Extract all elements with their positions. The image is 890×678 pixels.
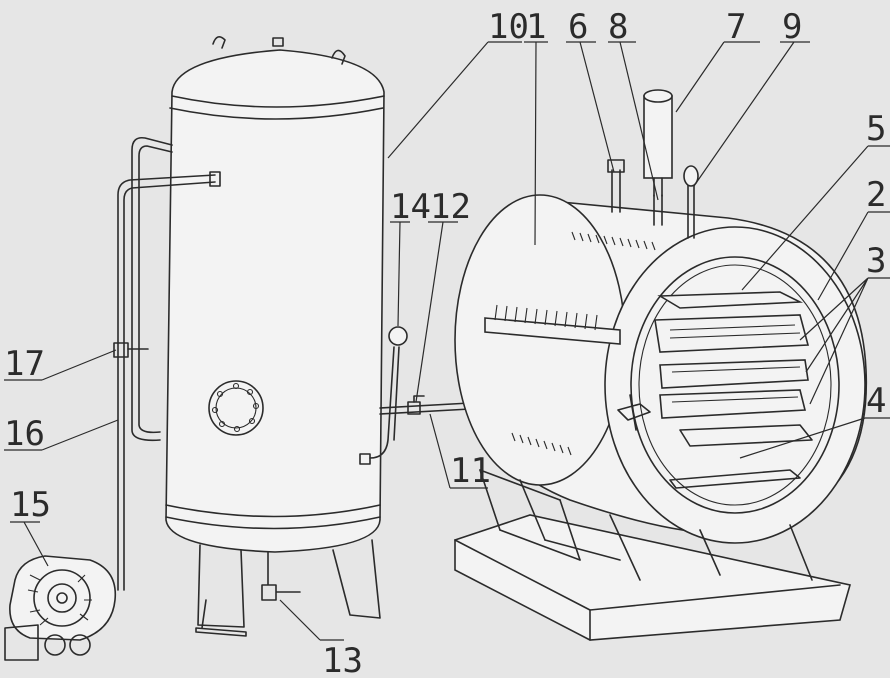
- callout-numbers: 10 1 6 8 7 9 5 2 3 4 14 12 11 17 16 15 1…: [4, 7, 886, 678]
- air-pipe: [113, 136, 221, 591]
- flange-bolts: [211, 382, 260, 433]
- label-11: 11: [450, 451, 491, 491]
- label-6: 6: [568, 7, 588, 47]
- label-16: 16: [4, 414, 45, 454]
- blower: [4, 555, 117, 661]
- vertical-tank: [165, 36, 385, 637]
- label-10: 10: [488, 7, 529, 47]
- label-15: 15: [10, 485, 51, 525]
- label-7: 7: [726, 7, 746, 47]
- label-8: 8: [608, 7, 628, 47]
- label-13: 13: [322, 641, 363, 678]
- connecting-pipe: [359, 326, 471, 465]
- label-2: 2: [866, 175, 886, 215]
- label-1: 1: [526, 7, 546, 47]
- label-14: 14: [390, 187, 431, 227]
- base-frame: [454, 469, 852, 641]
- leader-lines: [4, 41, 890, 641]
- label-4: 4: [866, 381, 886, 421]
- horizontal-chamber: [454, 89, 868, 544]
- label-5: 5: [866, 109, 886, 149]
- shelves: [654, 291, 813, 489]
- label-9: 9: [782, 7, 802, 47]
- label-12: 12: [430, 187, 471, 227]
- label-3: 3: [866, 241, 886, 281]
- label-17: 17: [4, 344, 45, 384]
- vent-slots: [511, 231, 656, 456]
